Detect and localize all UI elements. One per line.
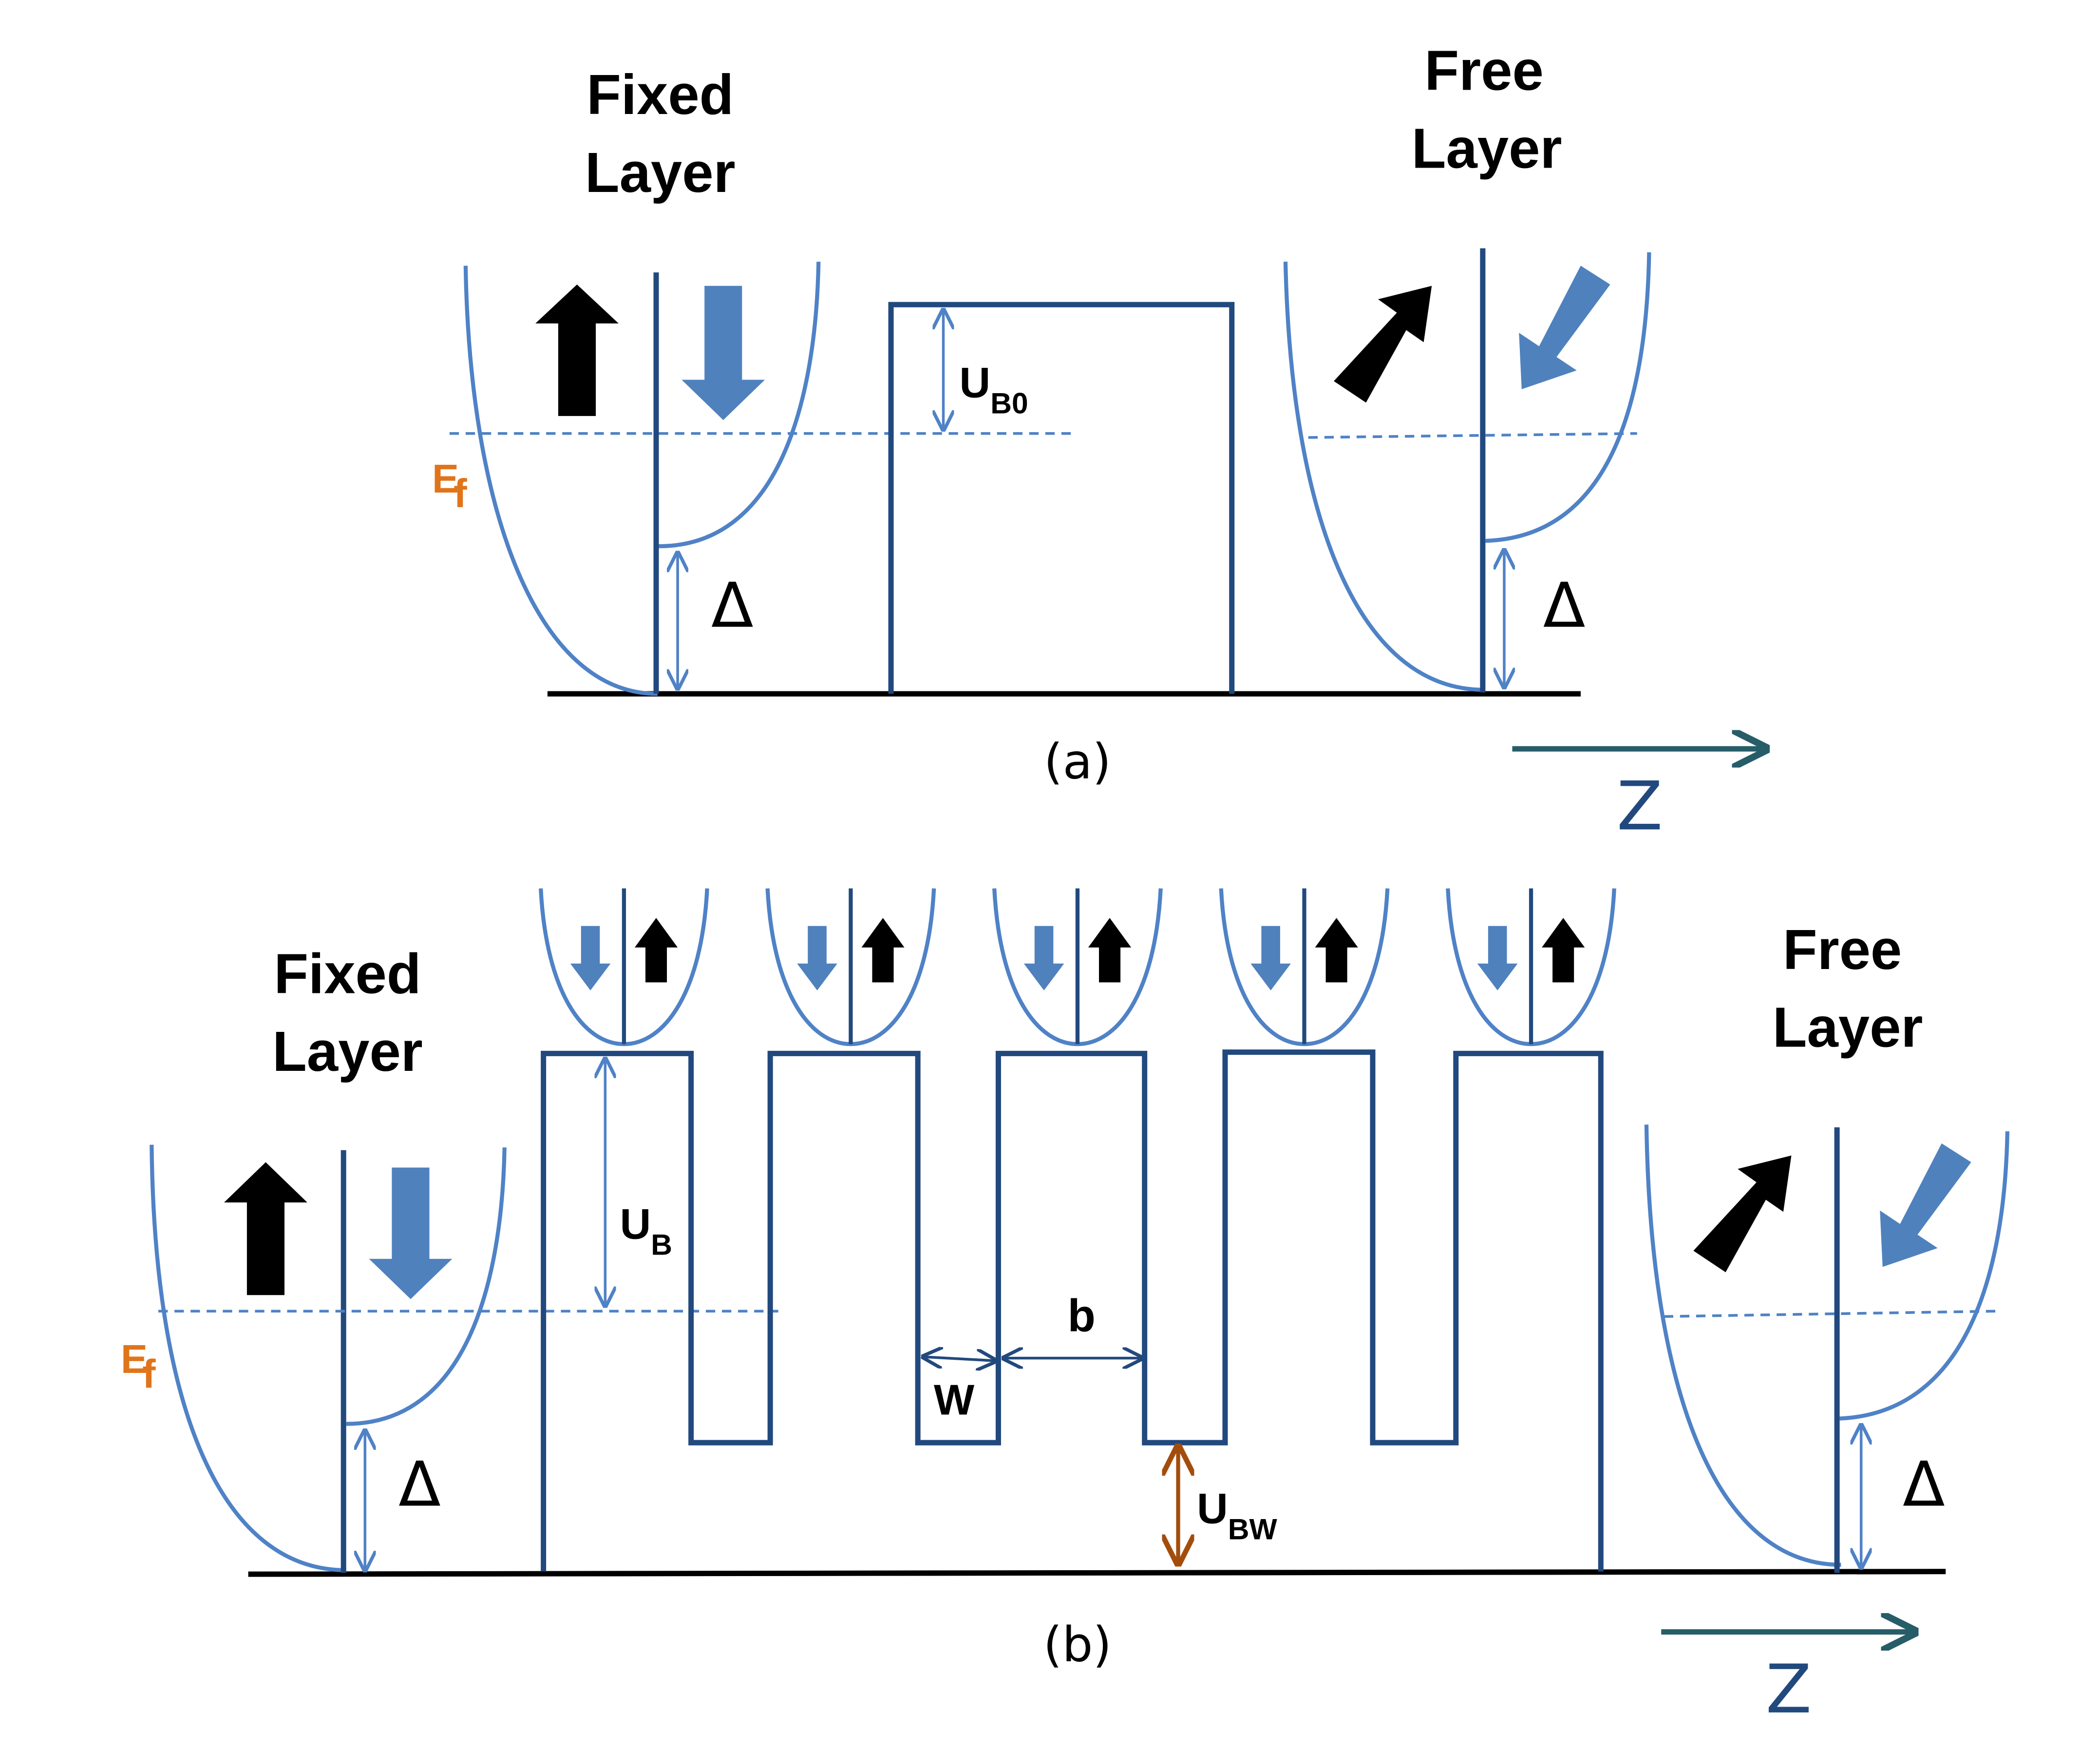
fixed-layer-band-minority-b (346, 1147, 507, 1426)
spin-up-arrow-icon (535, 284, 619, 416)
well-band-3 (992, 888, 1163, 1046)
barrier-height-label-b: UB (620, 1199, 672, 1261)
well-band-5 (1446, 888, 1616, 1046)
spin-down-arrow-icon (681, 285, 765, 420)
spin-up-arrow-icon (1315, 918, 1358, 983)
fermi-level-line-free-b (1664, 1310, 1996, 1318)
spin-down-arrow-icon (369, 1167, 453, 1299)
spin-tilted-up-arrow-icon (1334, 285, 1432, 403)
free-layer-title-b: Free (1783, 918, 1902, 981)
well-band-1 (539, 888, 709, 1046)
well-width-arrow (923, 1357, 996, 1361)
free-layer-band-majority-a (1283, 262, 1484, 692)
free-layer-band-minority-a (1485, 252, 1651, 543)
well-band-4 (1219, 888, 1390, 1046)
spin-down-arrow-icon (1477, 926, 1518, 990)
fermi-level-label-b: Ef (121, 1336, 156, 1396)
spin-tilted-down-arrow-icon (1519, 266, 1610, 389)
spin-down-arrow-icon (1023, 926, 1064, 990)
spin-up-arrow-icon (861, 918, 905, 983)
fixed-layer-title-a-line2: Layer (585, 141, 736, 204)
baseline-b (248, 1569, 1946, 1577)
spin-tilted-up-arrow-icon (1693, 1155, 1792, 1273)
fixed-layer-title-b: Fixed (274, 942, 421, 1005)
fermi-level-label-a: Ef (432, 456, 467, 516)
spin-up-arrow-icon (634, 918, 678, 983)
well-band-2 (765, 888, 936, 1046)
z-axis-label-a: Z (1617, 767, 1663, 845)
fixed-layer-band-minority-a (659, 262, 821, 549)
free-layer-band-majority-b (1644, 1124, 1841, 1567)
spin-down-arrow-icon (1250, 926, 1291, 990)
panel-b: Ef Δ UB W b UBW Δ Fixed Layer Free Layer (121, 888, 2010, 1729)
spin-up-arrow-icon (1088, 918, 1132, 983)
free-layer-title-b-line2: Layer (1773, 996, 1923, 1059)
spin-down-arrow-icon (570, 926, 611, 990)
well-height-label: UBW (1197, 1484, 1277, 1545)
delta-label-right-b: Δ (1903, 1448, 1945, 1521)
fixed-layer-band-majority-b (150, 1144, 346, 1573)
caption-a: (a) (1044, 734, 1111, 790)
free-layer-title-a-line2: Layer (1412, 116, 1562, 180)
barrier-width-label: b (1068, 1290, 1096, 1341)
spin-tilted-down-arrow-icon (1880, 1143, 1971, 1267)
delta-label-left-b: Δ (398, 1448, 441, 1521)
spin-down-arrow-icon (797, 926, 837, 990)
z-axis-label-b: Z (1766, 1651, 1812, 1729)
quantum-well-bands (539, 888, 1616, 1046)
spin-up-arrow-icon (1542, 918, 1585, 983)
tunnel-barrier-a (888, 302, 1235, 694)
delta-label-left-a: Δ (711, 569, 754, 641)
panel-a: Ef Δ UB0 Δ Fixed Layer Free Layer (a) Z (432, 39, 1766, 845)
free-layer-band-minority-b (1839, 1131, 2010, 1421)
fixed-layer-title-a: Fixed (586, 63, 734, 126)
fixed-layer-title-b-line2: Layer (272, 1020, 423, 1083)
caption-b: (b) (1043, 1617, 1112, 1673)
free-layer-title-a: Free (1424, 39, 1543, 102)
quantum-well-barrier (541, 1049, 1604, 1572)
spin-up-arrow-icon (224, 1162, 307, 1295)
delta-label-right-a: Δ (1543, 569, 1586, 641)
barrier-height-label-a: UB0 (960, 358, 1028, 419)
fixed-layer-band-majority-a (463, 266, 658, 696)
well-width-label: W (934, 1375, 975, 1424)
fermi-level-line-free-a (1308, 432, 1637, 439)
